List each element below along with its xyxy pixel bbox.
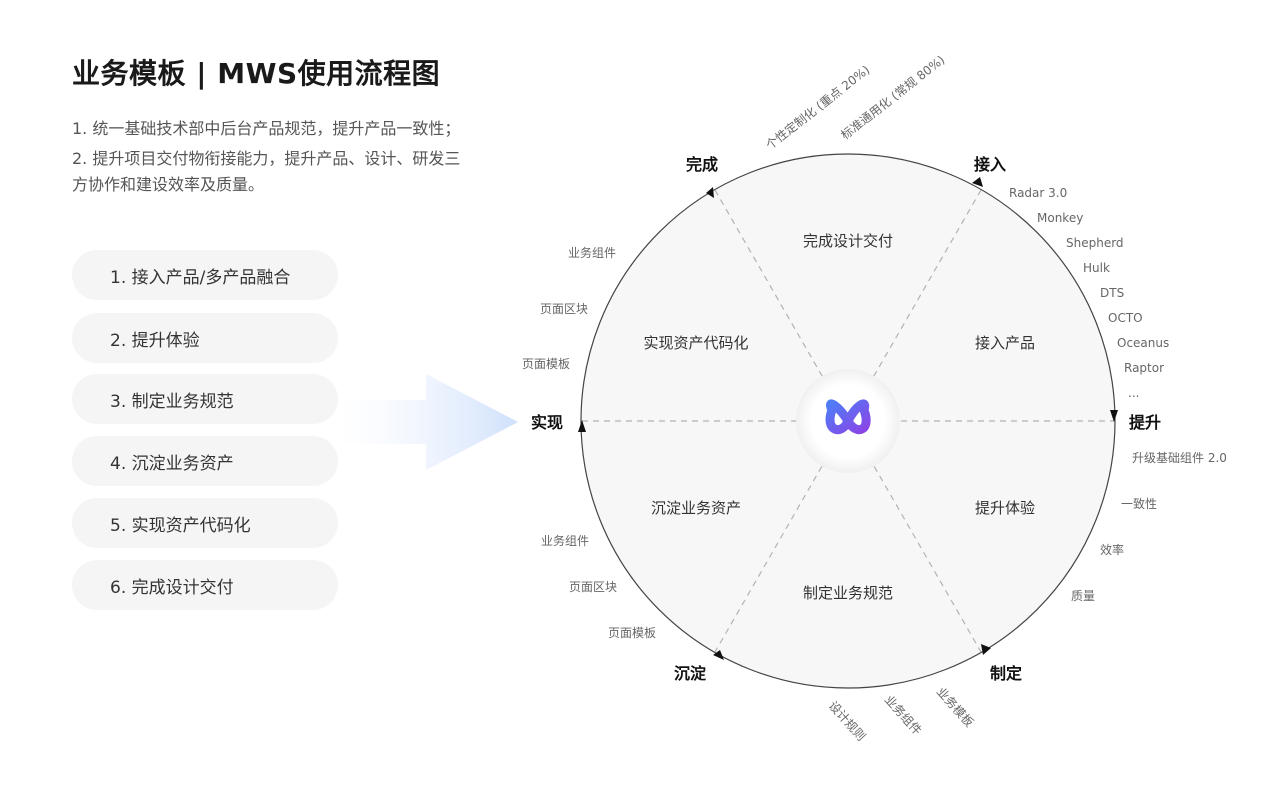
direction-arrows	[578, 177, 1118, 660]
step-item-1[interactable]: 1. 接入产品/多产品融合	[72, 250, 338, 300]
description-line-1: 1. 统一基础技术部中后台产品规范，提升产品一致性；	[72, 119, 461, 138]
corner-label-deposit: 沉淀	[674, 664, 707, 683]
sector-label-upper-left: 实现资产代码化	[643, 334, 748, 352]
arrow-top-left-icon	[706, 187, 714, 198]
sector-label-lower-left: 沉淀业务资产	[651, 499, 741, 517]
sector-label-lower-right: 提升体验	[975, 499, 1035, 517]
top-note-standard: 标准通用化 (常规 80%)	[838, 52, 948, 142]
step-item-3[interactable]: 3. 制定业务规范	[72, 374, 338, 424]
define-list-item: 设计规则	[826, 698, 869, 744]
corner-label-improve: 提升	[1129, 413, 1161, 432]
sector-label-bottom: 制定业务规范	[803, 584, 893, 602]
description-line-3: 方协作和建设效率及质量。	[72, 175, 265, 194]
step-item-6[interactable]: 6. 完成设计交付	[72, 560, 338, 610]
arrow-left-icon	[578, 420, 586, 432]
realize-list-item: 页面区块	[540, 302, 588, 316]
realize-list-item: 业务组件	[568, 245, 616, 260]
improve-list-item: 质量	[1071, 589, 1095, 603]
corner-label-realize: 实现	[531, 413, 563, 432]
corner-label-access: 接入	[974, 155, 1006, 174]
step-item-2[interactable]: 2. 提升体验	[72, 313, 338, 363]
top-note-custom: 个性定制化 (重点 20%)	[763, 62, 873, 152]
deposit-list-item: 业务组件	[541, 533, 589, 548]
sector-label-top: 完成设计交付	[803, 232, 893, 250]
deposit-list-item: 页面模板	[608, 626, 656, 640]
step-item-4[interactable]: 4. 沉淀业务资产	[72, 436, 338, 486]
access-list-item: Shepherd	[1066, 236, 1124, 250]
step-item-5[interactable]: 5. 实现资产代码化	[72, 498, 338, 548]
description-line-2: 2. 提升项目交付物衔接能力，提升产品、设计、研发三	[72, 149, 461, 168]
sector-label-upper-right: 接入产品	[975, 334, 1035, 352]
realize-list-item: 页面模板	[522, 357, 570, 371]
access-list-item: Oceanus	[1117, 336, 1169, 350]
arrow-bottom-right-icon	[981, 644, 991, 655]
page-title: 业务模板 | MWS使用流程图	[72, 57, 441, 90]
access-list-item: Monkey	[1037, 211, 1083, 225]
corner-label-define: 制定	[990, 664, 1022, 683]
access-list-item: Raptor	[1124, 361, 1164, 375]
improve-list-item: 效率	[1100, 542, 1124, 557]
deposit-list-item: 页面区块	[569, 580, 617, 594]
improve-list-item: 一致性	[1121, 497, 1157, 511]
improve-list-item: 升级基础组件 2.0	[1132, 451, 1227, 465]
access-list-item: Radar 3.0	[1009, 186, 1067, 200]
access-list-item: OCTO	[1108, 311, 1143, 325]
arrow-right-icon	[1110, 410, 1118, 422]
access-list-item: ...	[1128, 386, 1139, 400]
corner-label-complete: 完成	[686, 155, 718, 174]
infinity-logo-icon	[825, 399, 871, 435]
flow-arrow-icon	[340, 374, 518, 470]
access-list-item: DTS	[1100, 286, 1124, 300]
arrow-top-right-icon	[972, 177, 983, 187]
define-list-item: 业务模板	[934, 684, 977, 730]
access-list-item: Hulk	[1083, 261, 1110, 275]
define-list-item: 业务组件	[882, 692, 925, 738]
arrow-bottom-left-icon	[713, 650, 724, 660]
